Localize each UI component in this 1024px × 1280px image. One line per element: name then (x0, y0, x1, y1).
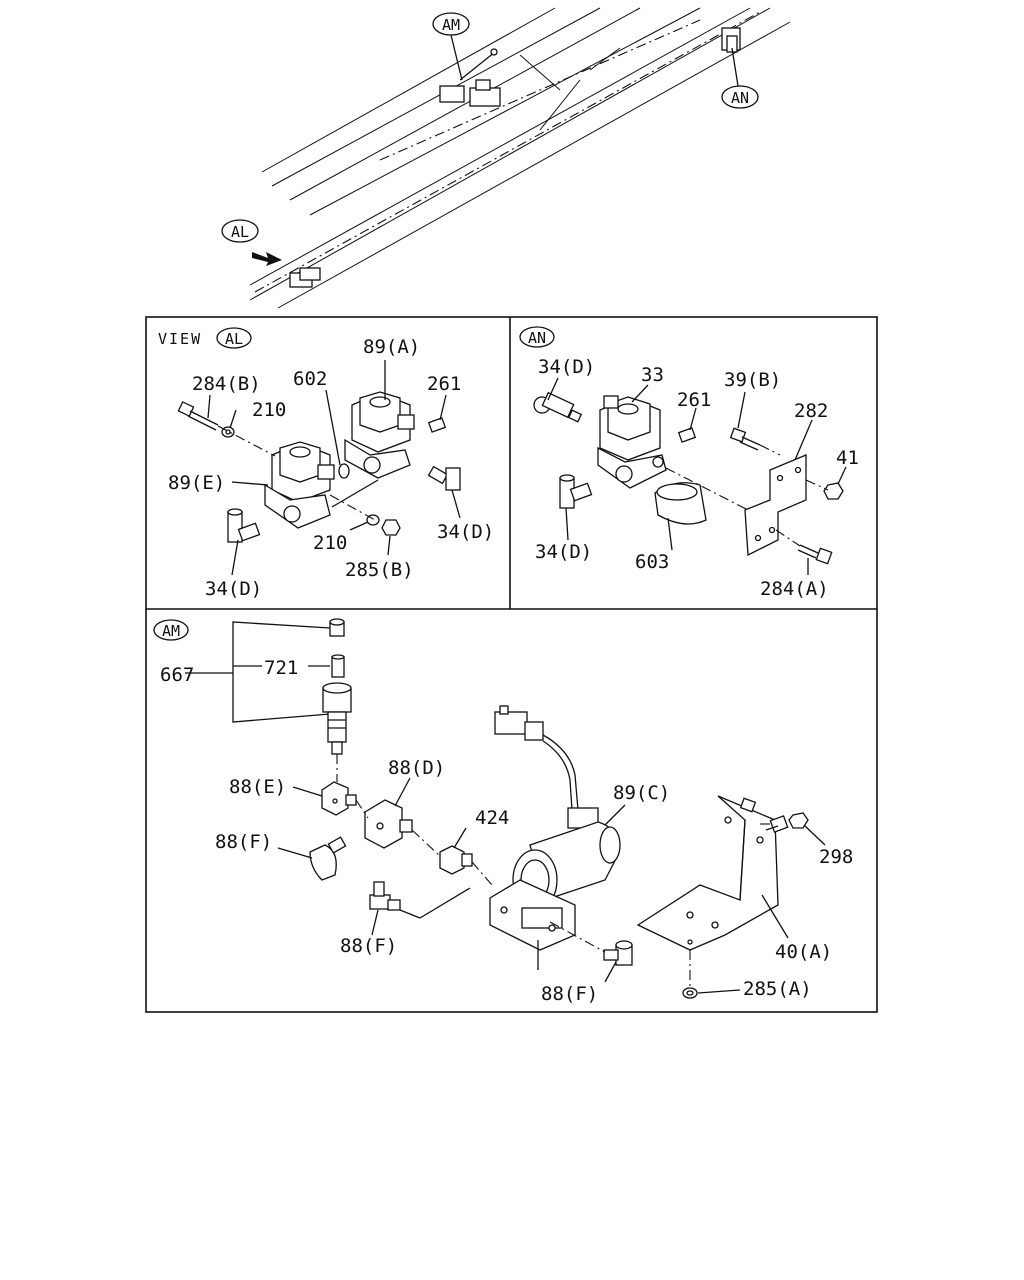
label-210-bottom: 210 (313, 532, 347, 554)
bolt-284b (177, 401, 219, 431)
bolt-39b (729, 427, 761, 451)
valve-assembly-an-location (721, 27, 741, 53)
nut-285a (682, 987, 698, 999)
label-210-top: 210 (252, 399, 286, 421)
am-leaders (277, 777, 826, 994)
nut-285b (381, 519, 401, 536)
am-center-lines (336, 754, 772, 988)
an-center-lines (665, 444, 829, 547)
al-leaders (207, 360, 461, 576)
label-88f-mid: 88(F) (340, 935, 397, 957)
bracket-40a (636, 795, 779, 951)
label-41: 41 (836, 447, 859, 469)
label-89c: 89(C) (613, 782, 670, 804)
solenoid-valve-89a (344, 391, 415, 479)
plug-261-al (427, 417, 447, 433)
nut-41 (823, 482, 844, 500)
label-424: 424 (475, 807, 509, 829)
valve-assembly-am-location (439, 48, 501, 107)
filter-721 (331, 654, 345, 678)
label-285a: 285(A) (743, 978, 812, 1000)
label-88f-left: 88(F) (215, 831, 272, 853)
callout-an: AN (721, 47, 759, 109)
callout-an-text: AN (731, 89, 749, 107)
fitting-424 (439, 845, 473, 875)
seal-602 (338, 463, 350, 479)
elbow-34d-right-al (427, 465, 461, 491)
connector-88d (364, 799, 413, 849)
panel-am-ref: AM (162, 622, 180, 640)
plug-261-an (677, 427, 697, 443)
elbow-88f-left (309, 836, 347, 881)
label-721: 721 (264, 657, 298, 679)
label-89e: 89(E) (168, 472, 225, 494)
chassis-overview: AM AN AL (221, 7, 791, 309)
label-34d-bottom-al: 34(D) (205, 578, 262, 600)
label-298: 298 (819, 846, 853, 868)
label-602: 602 (293, 368, 327, 390)
solenoid-valve-89e (264, 441, 335, 529)
label-88f-bottom: 88(F) (541, 983, 598, 1005)
callout-al: AL (221, 219, 259, 243)
elbow-88f-bottom (603, 940, 633, 966)
cover-603 (654, 482, 707, 525)
callout-al-text: AL (231, 223, 249, 241)
label-40a: 40(A) (775, 941, 832, 963)
cap-667 (329, 618, 345, 637)
label-34d-right-al: 34(D) (437, 521, 494, 543)
panel-view-al: VIEW AL (158, 327, 494, 600)
solenoid-valve-89c (489, 807, 621, 951)
detail-panels-frame (145, 316, 878, 1013)
connector-88e (321, 781, 357, 816)
label-284b: 284(B) (192, 373, 261, 395)
bolt-284a (797, 544, 833, 565)
elbow-34d-bottom-an (559, 474, 593, 509)
label-603: 603 (635, 551, 669, 573)
view-ref: AL (225, 330, 243, 348)
washer-298 (788, 812, 809, 829)
label-39b: 39(B) (724, 369, 781, 391)
harness-connector (494, 705, 579, 811)
label-33: 33 (641, 364, 664, 386)
bolt-298 (765, 815, 789, 833)
panel-am: AM (153, 618, 853, 1005)
label-89a: 89(A) (363, 336, 420, 358)
al-center-lines (217, 425, 379, 521)
view-direction-arrow-icon (252, 252, 282, 266)
bracket-282 (744, 454, 807, 557)
label-34d-top-an: 34(D) (538, 356, 595, 378)
an-leaders (547, 377, 847, 575)
label-261-an: 261 (677, 389, 711, 411)
label-88e: 88(E) (229, 776, 286, 798)
panel-an: AN (519, 326, 859, 600)
label-667: 667 (160, 664, 194, 686)
elbow-34d-bottom-al (227, 508, 261, 543)
solenoid-valve-33 (597, 395, 667, 489)
label-284a: 284(A) (760, 578, 829, 600)
callout-am: AM (432, 12, 470, 81)
label-34d-bottom-an: 34(D) (535, 541, 592, 563)
frame-rails (249, 7, 791, 309)
bracket-group-667 (185, 621, 331, 723)
view-prefix: VIEW (158, 330, 202, 348)
bolt-298-upper (739, 797, 757, 813)
panel-an-ref: AN (528, 329, 546, 347)
label-282: 282 (794, 400, 828, 422)
elbow-34d-top-an (533, 391, 583, 423)
label-88d: 88(D) (388, 757, 445, 779)
tee-88f-mid (369, 881, 401, 911)
label-261-al: 261 (427, 373, 461, 395)
coupler-body (322, 682, 352, 755)
label-285b: 285(B) (345, 559, 414, 581)
valve-assembly-al-location (289, 267, 321, 288)
callout-am-text: AM (442, 16, 460, 34)
